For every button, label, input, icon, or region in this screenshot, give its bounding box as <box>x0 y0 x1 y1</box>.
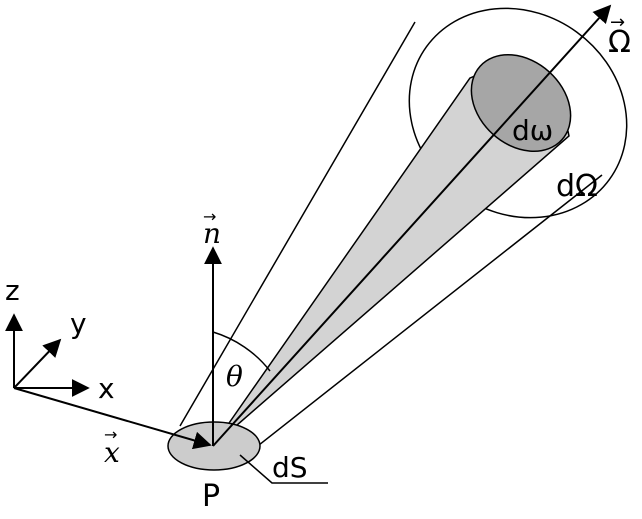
coordinate-axes <box>4 313 90 397</box>
point-label: P <box>202 479 220 514</box>
inner-cone-disk <box>470 53 572 153</box>
position-vector-arrow <box>13 387 212 450</box>
outer-cone-left-edge <box>179 21 416 427</box>
ds-leader-line <box>239 454 328 484</box>
position-vector-mark: → <box>104 425 117 444</box>
axis-x-label: x <box>98 372 115 405</box>
big-omega-vector-mark: → <box>610 12 625 33</box>
outer-cone-right-edge <box>244 174 603 457</box>
normal-vector-label: n <box>203 217 221 250</box>
d-omega-big-label: dΩ <box>556 169 598 204</box>
axis-y-label: y <box>70 307 87 340</box>
axis-y-arrow <box>13 338 62 389</box>
position-vector-label: x <box>104 436 120 469</box>
theta-label: θ <box>226 360 243 393</box>
big-omega-label: Ω <box>608 25 631 60</box>
normal-vector-mark: → <box>203 207 216 226</box>
inner-cone <box>212 53 572 447</box>
omega-direction-arrow <box>212 4 612 447</box>
surface-element-text: dS <box>272 451 308 484</box>
d-omega-small-label: dω <box>512 114 553 147</box>
axis-z-label: z <box>5 274 20 307</box>
theta-arc <box>212 331 271 372</box>
surface-element-label: dS <box>272 451 308 484</box>
